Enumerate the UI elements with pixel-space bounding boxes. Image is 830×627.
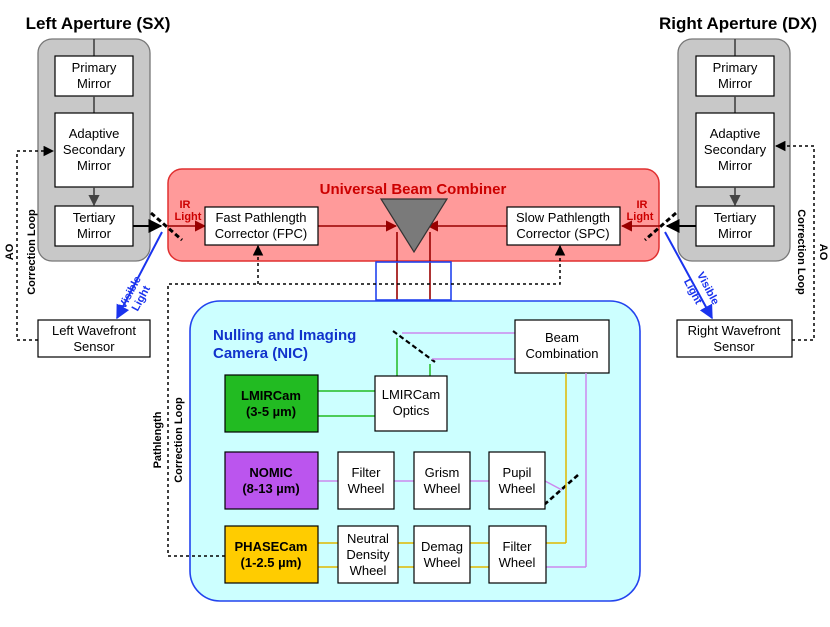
right-tertiary-mirror-label-2: Mirror (718, 226, 753, 241)
fpc-label-2: Corrector (FPC) (215, 226, 307, 241)
filter-wheel-box (337, 451, 395, 510)
spc-label-2: Corrector (SPC) (516, 226, 609, 241)
nd-wheel-label-2: Density (346, 547, 390, 562)
right-dichroic (644, 211, 677, 242)
left-ao-loop-label-1: AO (4, 243, 16, 260)
left-tertiary-mirror-label-2: Mirror (77, 226, 112, 241)
nic-title-1: Nulling and Imaging (213, 327, 356, 344)
right-secondary-mirror (695, 112, 775, 188)
beam-combination-label-1: Beam (545, 330, 579, 345)
pathlength-loop-label-1: Pathlength (152, 411, 164, 468)
nic-entrance-window (375, 261, 452, 301)
right-ao-loop-label-2: Correction Loop (795, 209, 807, 295)
nomic-label-1: NOMIC (249, 465, 293, 480)
phasecam-label-1: PHASECam (235, 539, 308, 554)
beam-combination-box (514, 319, 610, 374)
nomic-label-2: (8-13 µm) (242, 481, 299, 496)
left-dichroic (150, 211, 183, 242)
filter-wheel-label-2: Wheel (348, 481, 385, 496)
right-primary-mirror-label-1: Primary (713, 60, 758, 75)
phasecam-filter-wheel-label-1: Filter (503, 539, 533, 554)
left-ir-light-label-1: IR (180, 199, 191, 211)
right-ir-light-label-2: Light (627, 211, 654, 223)
phasecam-filter-wheel-box (488, 525, 547, 584)
nd-wheel-label-1: Neutral (347, 531, 389, 546)
right-primary-mirror (695, 55, 775, 97)
beam-combiner-prism (379, 198, 449, 254)
ubc-title: Universal Beam Combiner (320, 181, 507, 198)
left-secondary-mirror-label-3: Mirror (77, 158, 112, 173)
grism-wheel-label-1: Grism (425, 465, 460, 480)
spc-label-1: Slow Pathlength (516, 210, 610, 225)
pupil-wheel-label-2: Wheel (499, 481, 536, 496)
fpc-label-1: Fast Pathlength (215, 210, 306, 225)
left-secondary-mirror-label-2: Secondary (63, 142, 126, 157)
lmircam-optics-label-1: LMIRCam (382, 387, 441, 402)
grism-wheel-label-2: Wheel (424, 481, 461, 496)
nic-dichroic-lower (544, 474, 579, 505)
left-primary-mirror (54, 55, 134, 97)
lmircam-label-1: LMIRCam (241, 388, 301, 403)
right-wavefront-sensor-label-2: Sensor (713, 339, 755, 354)
nic-title-2: Camera (NIC) (213, 345, 308, 362)
left-secondary-mirror-label-1: Adaptive (69, 126, 120, 141)
left-visible-beam-arrow (116, 231, 163, 320)
pathlength-loop-label-2: Correction Loop (173, 397, 185, 483)
right-ao-loop (774, 140, 815, 341)
right-aperture-title: Right Aperture (DX) (659, 14, 817, 33)
demag-wheel-label-1: Demag (421, 539, 463, 554)
lmircam-box (224, 374, 319, 433)
left-wavefront-sensor (37, 319, 151, 358)
right-visible-beam-arrow (664, 231, 713, 320)
nomic-box (224, 451, 319, 510)
right-wavefront-sensor-label-1: Right Wavefront (688, 323, 781, 338)
left-wavefront-sensor-label-1: Left Wavefront (52, 323, 136, 338)
left-tertiary-mirror-label-1: Tertiary (73, 210, 116, 225)
left-ao-loop (16, 145, 55, 341)
left-ao-loop-label-2: Correction Loop (26, 209, 38, 295)
nic-dichroic-upper (392, 330, 436, 363)
lmircam-optics-box (374, 375, 448, 432)
spc-box (506, 206, 621, 246)
pupil-wheel-box (488, 451, 546, 510)
nd-wheel-box (337, 525, 399, 584)
right-secondary-mirror-label-2: Secondary (704, 142, 767, 157)
right-secondary-mirror-label-3: Mirror (718, 158, 753, 173)
left-aperture-title: Left Aperture (SX) (26, 14, 171, 33)
fpc-box (204, 206, 319, 246)
left-primary-mirror-label-1: Primary (72, 60, 117, 75)
grism-wheel-box (413, 451, 471, 510)
right-primary-mirror-label-2: Mirror (718, 76, 753, 91)
demag-wheel-label-2: Wheel (424, 555, 461, 570)
right-tertiary-mirror-label-1: Tertiary (714, 210, 757, 225)
left-ir-light-label-2: Light (175, 211, 202, 223)
phasecam-filter-wheel-label-2: Wheel (499, 555, 536, 570)
right-tertiary-mirror (695, 205, 775, 247)
left-primary-mirror-label-2: Mirror (77, 76, 112, 91)
right-wavefront-sensor (676, 319, 793, 358)
pupil-wheel-label-1: Pupil (503, 465, 532, 480)
lmircam-optics-label-2: Optics (393, 403, 430, 418)
lmircam-label-2: (3-5 µm) (246, 404, 296, 419)
pupil-to-dichroic-beam (544, 480, 563, 491)
phasecam-label-2: (1-2.5 µm) (241, 555, 302, 570)
demag-wheel-box (413, 525, 471, 584)
nd-wheel-label-3: Wheel (350, 563, 387, 578)
phasecam-box (224, 525, 319, 584)
beam-combination-label-2: Combination (526, 346, 599, 361)
right-secondary-mirror-label-1: Adaptive (710, 126, 761, 141)
left-wavefront-sensor-label-2: Sensor (73, 339, 115, 354)
filter-wheel-label-1: Filter (352, 465, 382, 480)
pathlength-loop (167, 244, 566, 557)
right-ir-light-label-1: IR (637, 199, 648, 211)
right-ao-loop-label-1: AO (817, 244, 829, 261)
